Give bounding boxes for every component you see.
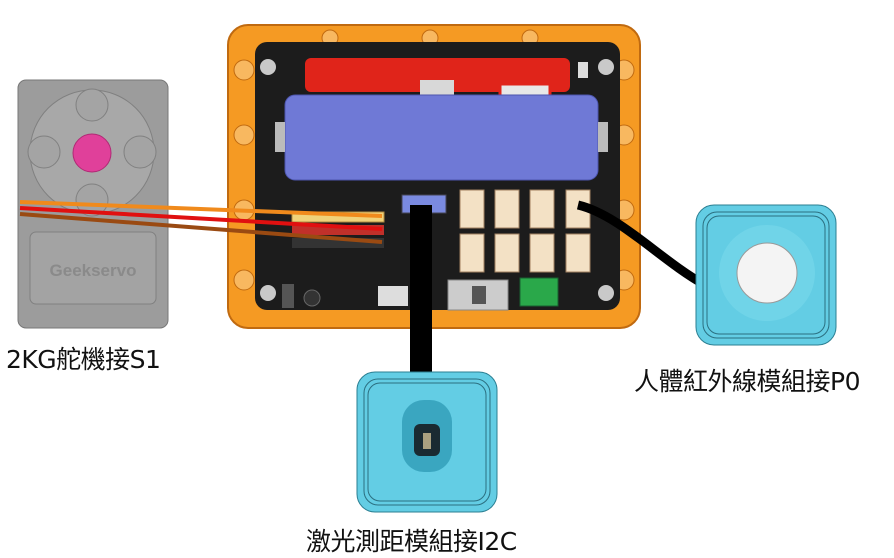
controller-board bbox=[227, 24, 641, 329]
terminal-block bbox=[519, 277, 559, 307]
p0-cable bbox=[576, 200, 708, 289]
pir-module-label: 人體紅外線模組接P0 bbox=[634, 367, 860, 396]
laser-distance-module bbox=[356, 371, 498, 513]
servo-motor: Geekservo bbox=[17, 79, 169, 329]
battery bbox=[284, 94, 599, 181]
servo-cable bbox=[19, 200, 383, 244]
servo-brand-logo: Geekservo bbox=[50, 261, 137, 280]
pir-motion-module bbox=[695, 204, 837, 346]
laser-module-label: 激光測距模組接I2C bbox=[306, 527, 517, 556]
servo-output-hub bbox=[72, 133, 112, 173]
servo-label: 2KG舵機接S1 bbox=[6, 345, 161, 374]
